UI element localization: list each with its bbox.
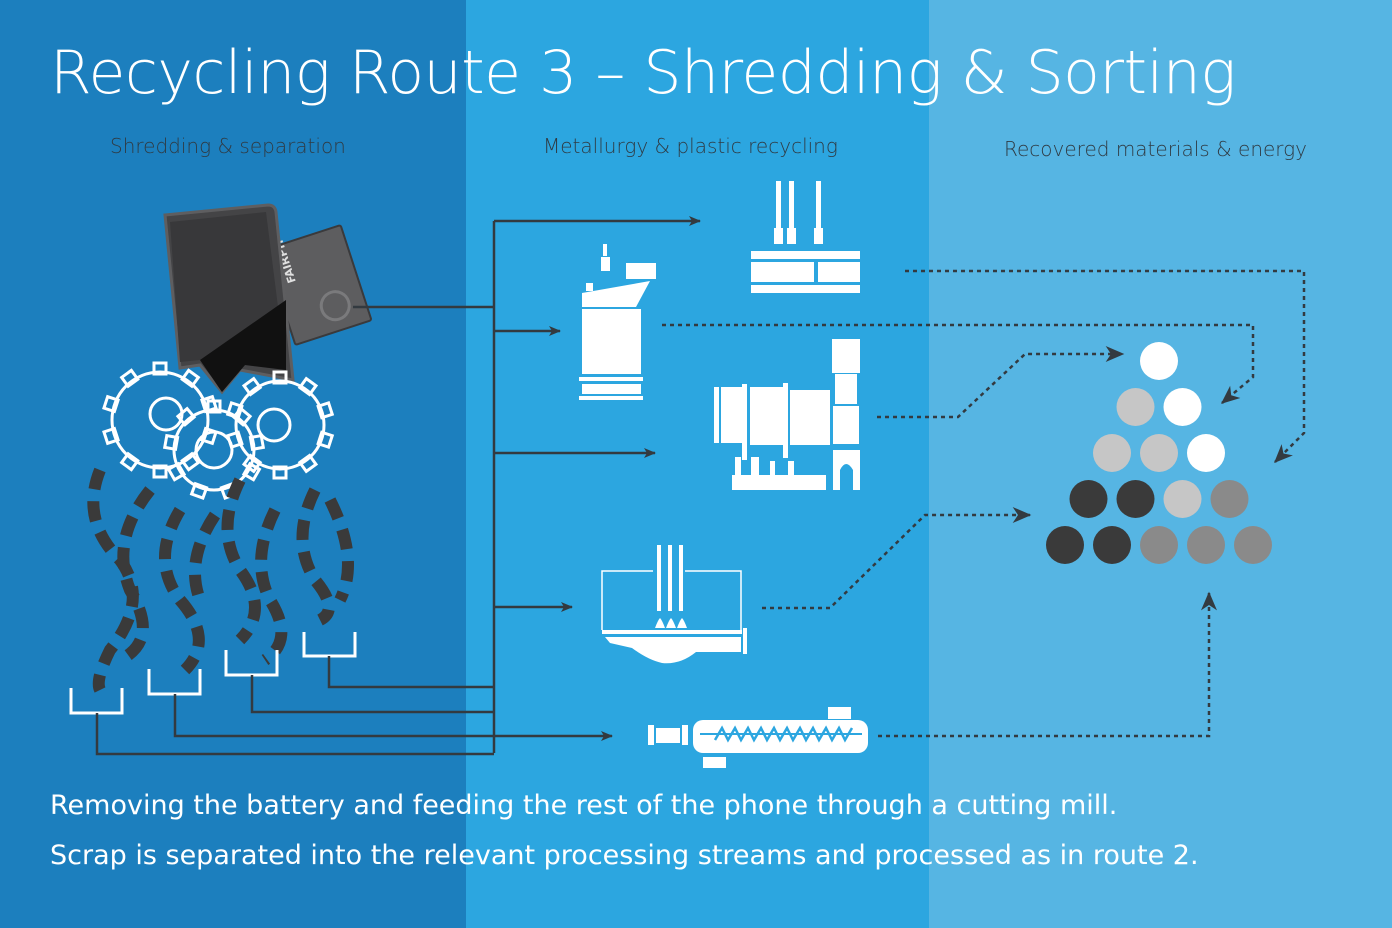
gear-tooth [180, 451, 201, 472]
smelter-stack-icon [751, 181, 860, 293]
sorting-bin-icon [302, 632, 357, 658]
panel-shredding [0, 0, 466, 928]
material-mid-ball [1234, 526, 1272, 564]
gear-tooth [297, 453, 319, 474]
gear-tooth [166, 461, 187, 482]
plastic-extruder-icon [648, 707, 868, 768]
gear-tooth [316, 430, 335, 449]
sorting-bin-icon [147, 669, 202, 696]
gear-tooth [272, 465, 288, 480]
flow-arrow [762, 507, 1032, 610]
flow-arrow [905, 269, 1306, 463]
gear-tooth [272, 370, 288, 385]
material-mid-ball [1210, 480, 1249, 518]
gear-tooth [200, 426, 218, 446]
gear-tooth [102, 394, 120, 414]
gear-tooth [241, 453, 263, 474]
gear-tooth [231, 406, 253, 427]
gear-teeth [102, 361, 335, 501]
material-dark-ball [1116, 480, 1155, 518]
material-light-ball [1140, 434, 1178, 472]
converter-furnace-icon [579, 244, 656, 400]
gear-tooth [175, 406, 197, 427]
shred-stream [324, 497, 354, 603]
material-light-ball [1093, 434, 1131, 472]
gear-tooth [189, 481, 209, 501]
material-white-ball [1140, 342, 1178, 380]
shred-stream [189, 511, 221, 603]
material-dark-ball [1093, 526, 1131, 564]
flow-arrow [173, 694, 613, 741]
gear-tooth [225, 430, 244, 449]
flow-arrow [877, 346, 1125, 419]
solid-flow-lines [95, 216, 701, 756]
column-heading-metallurgy: Metallurgy & plastic recycling [543, 134, 838, 158]
material-white-ball [1163, 388, 1202, 426]
gear-tooth [206, 399, 222, 414]
flow-arrow [878, 591, 1217, 738]
shred-stream [296, 487, 335, 626]
material-dark-ball [1069, 480, 1108, 518]
shred-stream [117, 486, 155, 666]
material-mid-ball [1140, 526, 1178, 564]
column-heading-recovered: Recovered materials & energy [1004, 137, 1308, 161]
gear-tooth [162, 433, 180, 452]
shredded-pieces [87, 467, 354, 693]
description-line-1: Removing the battery and feeding the res… [50, 790, 1118, 821]
gear-tooth [152, 464, 168, 479]
gear-tooth [119, 368, 140, 389]
gear-tooth [119, 451, 140, 472]
material-light-ball [1163, 480, 1202, 518]
refining-furnace-icon [601, 545, 747, 664]
page-title: Recycling Route 3 – Shredding & Sorting [50, 38, 1236, 108]
gear-tooth [297, 376, 319, 397]
material-dark-ball [1046, 526, 1084, 564]
gear-tooth [152, 361, 168, 376]
flow-arrow [662, 323, 1255, 404]
gear-tooth [180, 368, 201, 389]
sorting-bins [69, 632, 357, 715]
dotted-flow-lines [662, 269, 1306, 738]
shred-stream [159, 506, 205, 675]
column-heading-shredding: Shredding & separation [110, 134, 346, 158]
shred-stream [221, 477, 261, 645]
gear-tooth [241, 461, 262, 482]
gear-tooth [248, 433, 266, 452]
gear-tooth [316, 401, 335, 420]
gear-tooth [241, 376, 263, 397]
gear-tooth [102, 426, 120, 446]
sorting-bin-icon [224, 650, 279, 677]
gears-icon [110, 370, 326, 492]
material-light-ball [1116, 388, 1155, 426]
material-mid-ball [1187, 526, 1225, 564]
phone-icon [163, 203, 295, 395]
materials-pyramid-icon [1046, 342, 1272, 564]
description-line-2: Scrap is separated into the relevant pro… [50, 840, 1199, 871]
material-white-ball [1187, 434, 1225, 472]
gear-tooth [225, 401, 244, 420]
shred-stream [255, 507, 288, 665]
rotary-kiln-icon [714, 339, 860, 490]
